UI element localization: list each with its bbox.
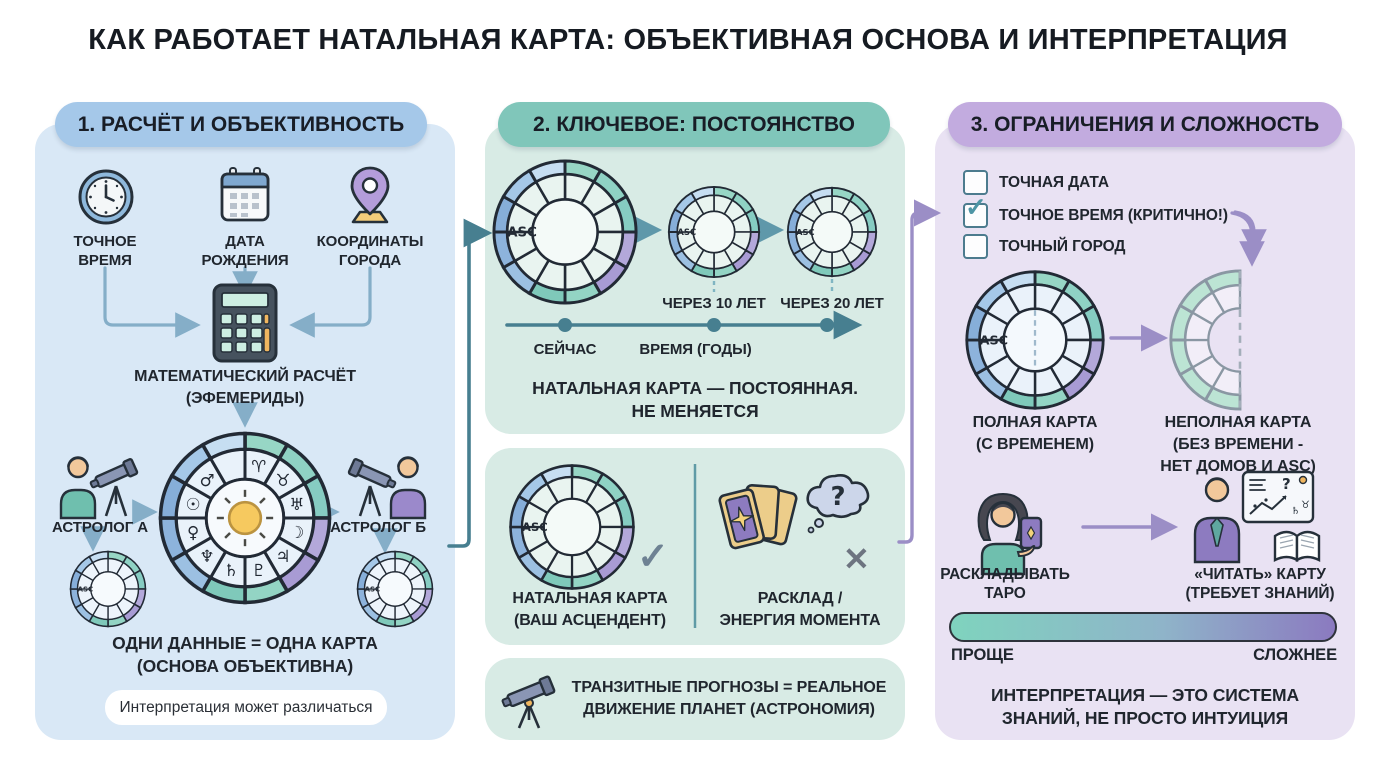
- natal-wheel-20yr: ASC: [786, 186, 878, 283]
- label-tarot-spread: РАСКЛАД /ЭНЕРГИЯ МОМЕНТА: [719, 590, 881, 629]
- natal-wheel-now: ASC: [491, 158, 639, 311]
- label-read-chart: «ЧИТАТЬ» КАРТУ(ТРЕБУЕТ ЗНАНИЙ): [1185, 566, 1335, 602]
- checkbox-exact-date: [963, 170, 988, 195]
- panel1-header: 1. РАСЧЁТ И ОБЪЕКТИВНОСТЬ: [55, 102, 427, 147]
- partial-chart-wheel: [1168, 268, 1312, 417]
- svg-text:♄: ♄: [224, 560, 239, 580]
- panel-limitations: ТОЧНАЯ ДАТА ✓ ТОЧНОЕ ВРЕМЯ (КРИТИЧНО!) Т…: [935, 124, 1355, 740]
- svg-text:♄: ♄: [1291, 506, 1300, 517]
- telescope-icon: [501, 675, 556, 729]
- label-time-axis: ВРЕМЯ (ГОДЫ): [639, 341, 752, 358]
- svg-text:♉: ♉: [276, 470, 291, 490]
- chart-a-wheel: ASC: [69, 550, 147, 633]
- label-now: СЕЙЧАС: [533, 341, 597, 358]
- label-astrologer-b: АСТРОЛОГ Б: [330, 519, 426, 536]
- zodiac-wheel-main: ♈ ♉ ♅ ☽ ♃ ♇ ♄ ♆♀ ☉ ♂: [157, 430, 333, 611]
- svg-text:?: ?: [830, 482, 845, 512]
- label-math-calculation: МАТЕМАТИЧЕСКИЙ РАСЧЁТ(ЭФЕМЕРИДЫ): [134, 368, 356, 407]
- clock-icon: [78, 169, 134, 225]
- svg-text:ASC: ASC: [980, 333, 1008, 348]
- thought-cloud-icon: ?: [806, 474, 870, 534]
- chart-b-wheel: ASC: [356, 550, 434, 633]
- svg-text:♂: ♂: [199, 470, 214, 490]
- cross-mark: ✕: [843, 541, 870, 577]
- svg-text:ASC: ASC: [677, 227, 696, 237]
- label-easier: ПРОЩЕ: [951, 646, 1014, 664]
- label-harder: СЛОЖНЕЕ: [1253, 646, 1337, 664]
- label-exact-time-critical: ТОЧНОЕ ВРЕМЯ (КРИТИЧНО!): [999, 207, 1228, 224]
- svg-text:ASC: ASC: [507, 225, 537, 240]
- label-exact-date: ТОЧНАЯ ДАТА: [999, 174, 1109, 191]
- panel-permanence: ASC ASC ASC ЧЕРЕЗ 10 ЛЕТ ЧЕРЕЗ 20 ЛЕТ СЕ…: [485, 124, 905, 434]
- svg-text:♉: ♉: [1301, 500, 1310, 511]
- svg-text:?: ?: [1282, 475, 1291, 493]
- panel3-header: 3. ОГРАНИЧЕНИЯ И СЛОЖНОСТЬ: [948, 102, 1342, 147]
- label-after-10-years: ЧЕРЕЗ 10 ЛЕТ: [662, 295, 766, 312]
- svg-text:☽: ☽: [289, 522, 304, 542]
- svg-text:ASC: ASC: [365, 584, 381, 593]
- chart-reader-icon: ? ♄♉: [1193, 470, 1321, 564]
- panel-natal-vs-tarot: ASC ✓ НАТАЛЬНАЯ КАРТА(ВАШ АСЦЕНДЕНТ) ? ✕…: [485, 448, 905, 645]
- interpretation-note: Интерпретация может различаться: [105, 690, 387, 725]
- tarot-cards-icon: [718, 483, 798, 550]
- label-partial-chart: НЕПОЛНАЯ КАРТА(БЕЗ ВРЕМЕНИ -НЕТ ДОМОВ И …: [1160, 414, 1316, 475]
- checkbox-check-icon: ✓: [965, 192, 987, 222]
- page-title: КАК РАБОТАЕТ НАТАЛЬНАЯ КАРТА: ОБЪЕКТИВНА…: [88, 24, 1288, 56]
- panel2-header: 2. КЛЮЧЕВОЕ: ПОСТОЯНСТВО: [498, 102, 890, 147]
- checkbox-exact-city: [963, 234, 988, 259]
- label-exact-city: ТОЧНЫЙ ГОРОД: [999, 238, 1126, 255]
- tarot-reader-icon: [977, 492, 1043, 576]
- svg-text:ASC: ASC: [522, 520, 548, 534]
- astrologer-b-icon: [347, 456, 427, 520]
- svg-text:ASC: ASC: [78, 584, 94, 593]
- label-chart-permanent: НАТАЛЬНАЯ КАРТА — ПОСТОЯННАЯ.НЕ МЕНЯЕТСЯ: [532, 378, 858, 421]
- complexity-gradient-bar: [949, 612, 1337, 642]
- label-after-20-years: ЧЕРЕЗ 20 ЛЕТ: [780, 295, 884, 312]
- svg-text:♀: ♀: [187, 522, 199, 542]
- label-full-chart: ПОЛНАЯ КАРТА(С ВРЕМЕНЕМ): [972, 414, 1098, 453]
- svg-text:☉: ☉: [186, 494, 201, 514]
- check-mark: ✓: [637, 536, 669, 578]
- svg-text:♅: ♅: [289, 494, 304, 514]
- natal-wheel-10yr: ASC: [667, 185, 761, 284]
- checkbox-exact-time: [963, 203, 988, 228]
- svg-text:♃: ♃: [276, 546, 291, 566]
- full-chart-wheel: ASC: [964, 269, 1106, 416]
- calendar-icon: [220, 167, 270, 222]
- svg-text:ASC: ASC: [796, 227, 814, 237]
- calculator-icon: [212, 283, 278, 363]
- svg-text:♈: ♈: [251, 456, 266, 476]
- astrologer-a-icon: [59, 456, 139, 520]
- map-pin-icon: [350, 166, 390, 224]
- svg-text:♆: ♆: [199, 546, 214, 566]
- label-same-data: ОДНИ ДАННЫЕ = ОДНА КАРТА(ОСНОВА ОБЪЕКТИВ…: [112, 633, 378, 676]
- your-ascendant-wheel: ASC: [508, 463, 636, 596]
- label-astrologer-a: АСТРОЛОГ А: [52, 519, 148, 536]
- calculator-keys-accent: [263, 313, 271, 353]
- svg-text:♇: ♇: [251, 560, 266, 580]
- label-natal-chart: НАТАЛЬНАЯ КАРТА(ВАШ АСЦЕНДЕНТ): [512, 590, 668, 629]
